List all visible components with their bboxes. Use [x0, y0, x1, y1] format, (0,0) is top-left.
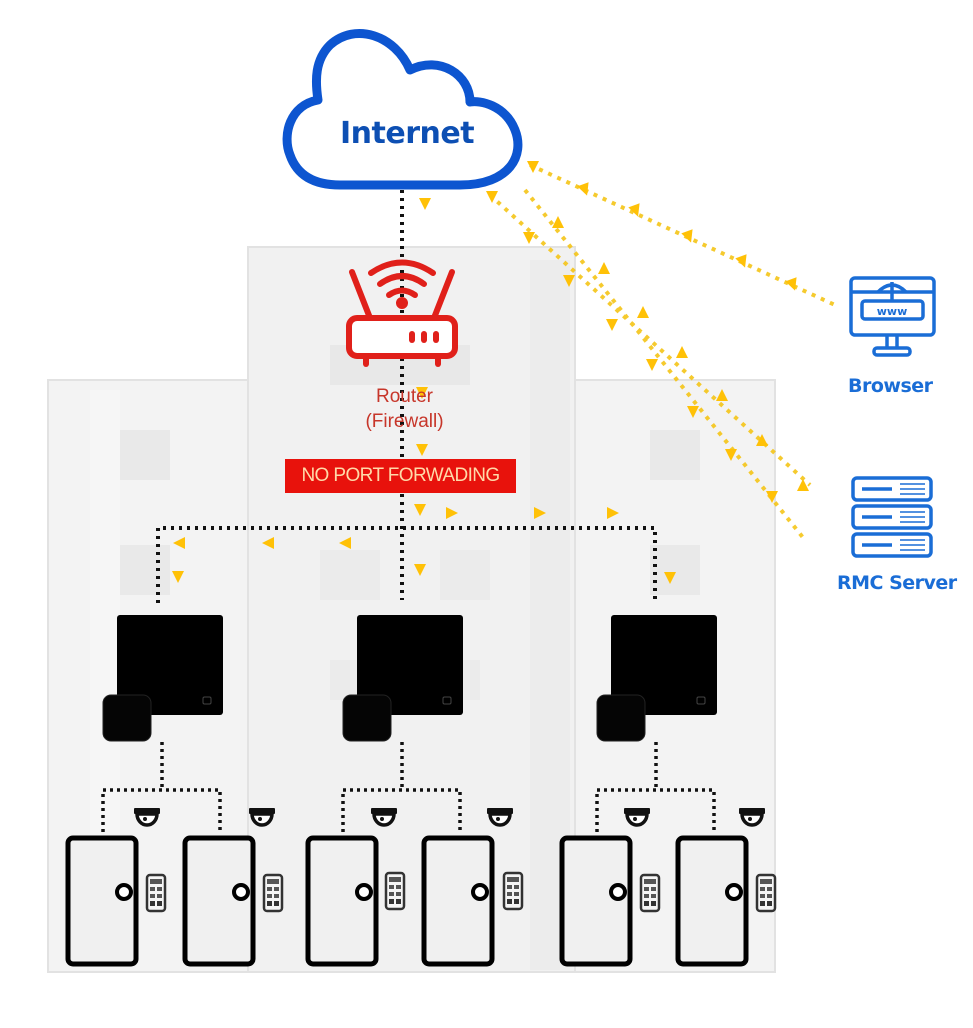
wifi-router-icon — [346, 259, 458, 367]
door-links — [101, 742, 716, 832]
www-glyph: www — [877, 305, 908, 318]
lan-bus — [156, 526, 657, 603]
door-icon — [562, 838, 630, 964]
keypad-icon — [262, 873, 284, 913]
door-icon — [678, 838, 746, 964]
router-label: Router (Firewall) — [352, 384, 457, 434]
cloud-icon — [282, 29, 523, 190]
router-label-line2: (Firewall) — [365, 411, 444, 432]
keypad-icon — [384, 871, 406, 911]
door-icon — [68, 838, 136, 964]
door-icon — [424, 838, 492, 964]
browser-label: Browser — [848, 375, 933, 397]
rmc-server-label: RMC Server — [837, 572, 957, 594]
keypad-icon — [755, 873, 777, 913]
web-browser-monitor-icon — [849, 276, 936, 357]
keypad-icon — [145, 873, 167, 913]
internet-label: Internet — [340, 116, 475, 151]
server-rack-icon — [851, 476, 933, 558]
keypad-icon — [639, 873, 661, 913]
router-label-line1: Router — [375, 386, 434, 407]
keypad-icon — [502, 871, 524, 911]
cloud-traffic-paths — [488, 163, 836, 542]
door-icon — [185, 838, 253, 964]
door-icon — [308, 838, 376, 964]
no-port-forwarding-banner: NO PORT FORWADING — [285, 459, 516, 493]
